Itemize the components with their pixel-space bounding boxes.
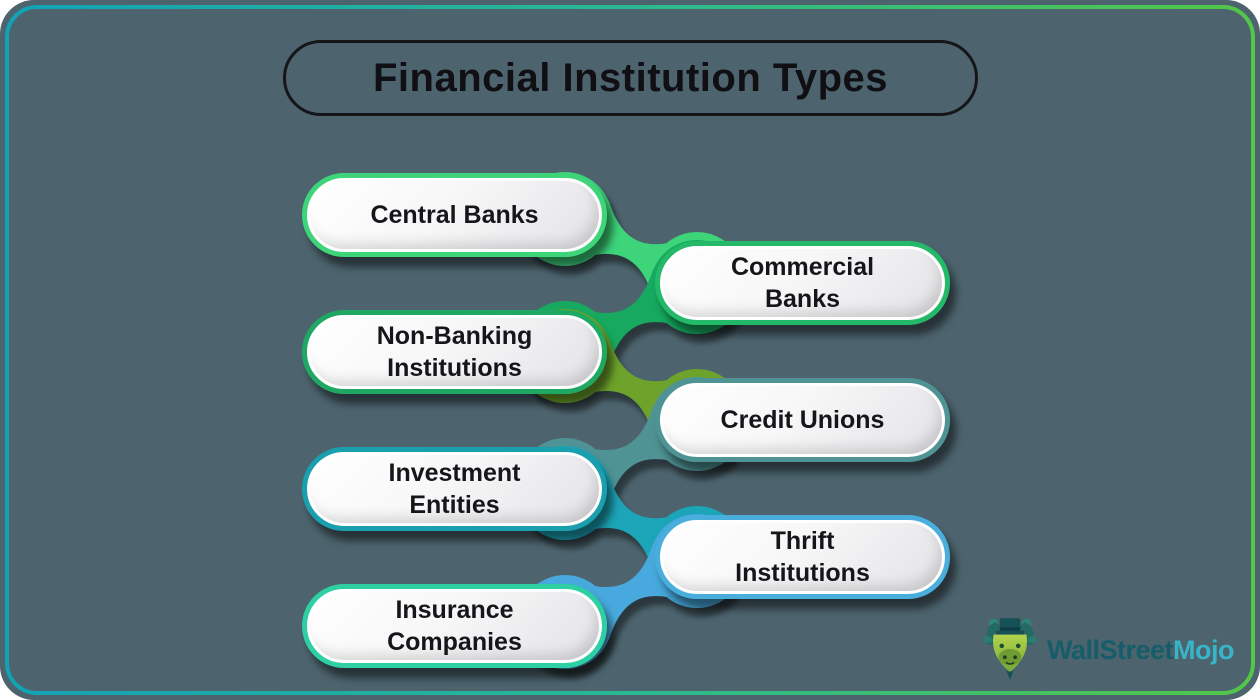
pill-label-line: Non-Banking	[376, 322, 533, 350]
pill-credit-unions: Credit Unions	[655, 378, 950, 462]
pill-label-line: Credit Unions	[720, 406, 885, 434]
page-title-text: Financial Institution Types	[372, 55, 889, 100]
pill-label-line: Investment	[388, 459, 521, 487]
pill-label-line: Commercial	[730, 253, 875, 281]
pill-label-line: Institutions	[387, 354, 522, 382]
pill-label-line: Companies	[387, 628, 522, 656]
pill-label-line: Thrift	[770, 527, 835, 555]
pill-label-line: Entities	[409, 491, 500, 519]
pill-label-line: Banks	[764, 285, 841, 313]
wallstreetmojo-bull-icon	[983, 618, 1037, 680]
pill-label-line: Central Banks	[370, 201, 539, 229]
wallstreetmojo-logo: WallStreetMojo	[977, 614, 1234, 686]
logo-text-primary: WallStreet	[1046, 634, 1174, 665]
logo-text-secondary: Mojo	[1173, 634, 1234, 665]
pill-label-line: Institutions	[735, 559, 870, 587]
logo-text: WallStreetMojo	[1046, 634, 1235, 666]
pill-central-banks: Central Banks	[302, 173, 607, 257]
pill-label-line: Insurance	[395, 596, 514, 624]
page-title: Financial Institution Types	[283, 40, 978, 116]
